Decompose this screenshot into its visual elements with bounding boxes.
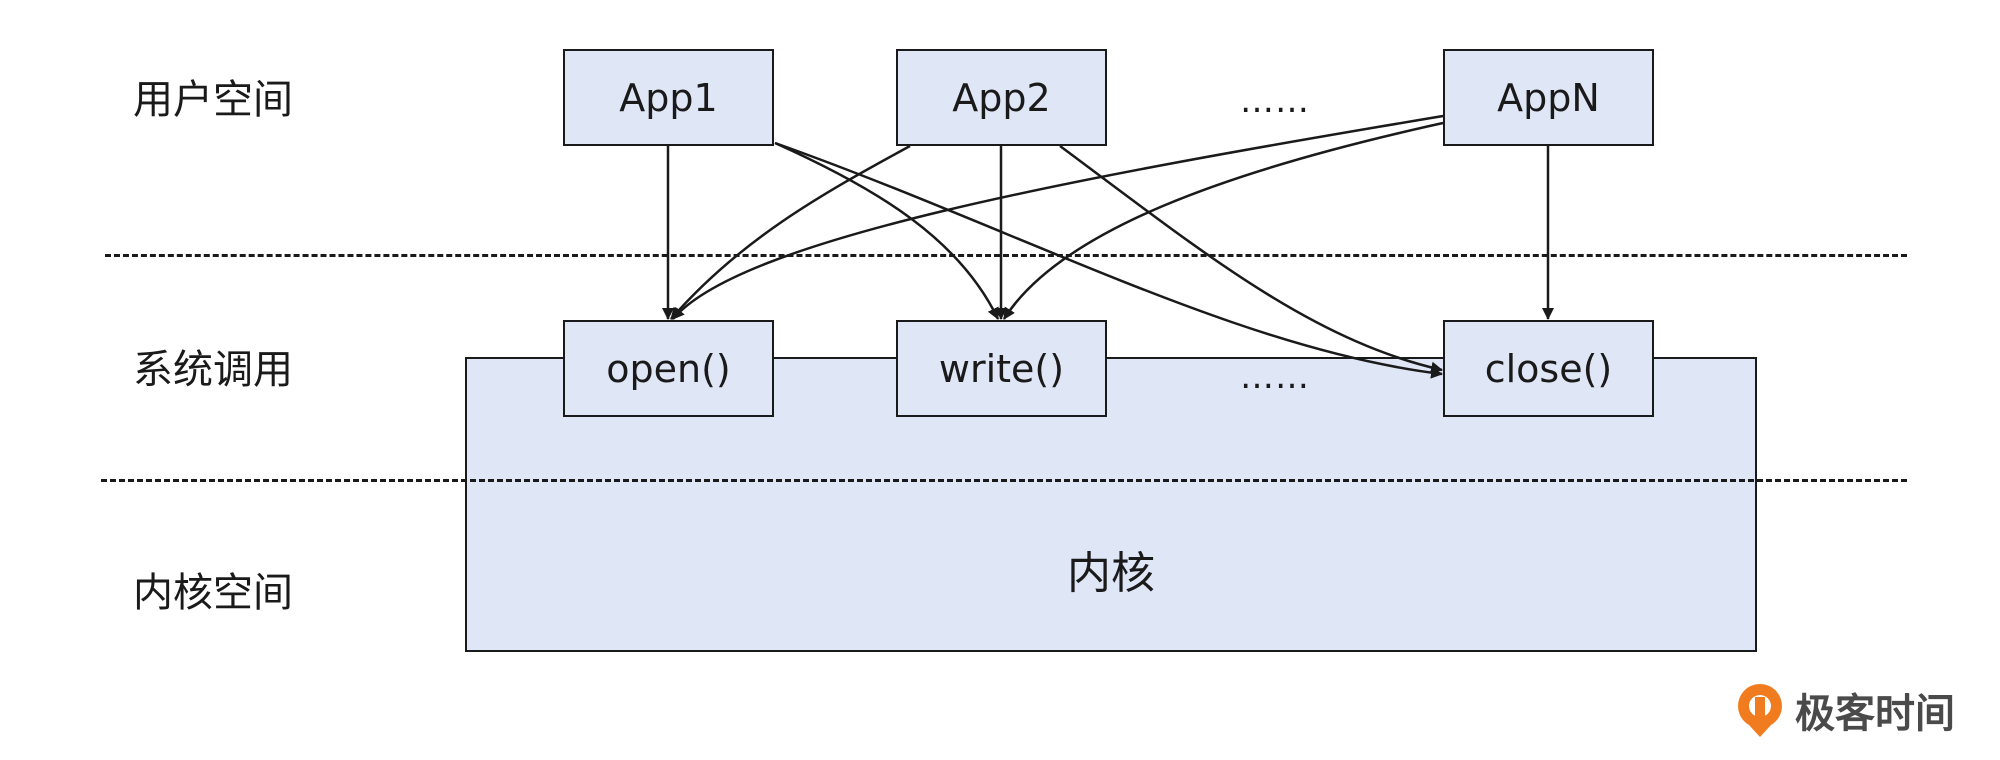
appn-box: AppN [1443,49,1654,146]
apps-ellipsis: …… [1240,81,1310,121]
app1-box: App1 [563,49,774,146]
app2-label: App2 [952,75,1051,120]
open-syscall-label: open() [606,346,731,391]
write-syscall-box: write() [896,320,1107,417]
arrow-appn-open [672,114,1444,320]
open-syscall-box: open() [563,320,774,417]
syscall-kernel-divider [101,479,1907,482]
arrow-appn-write [1002,121,1444,320]
app1-label: App1 [619,75,718,120]
app2-box: App2 [896,49,1107,146]
geektime-logo-icon [1738,684,1782,737]
user-syscall-divider [105,254,1907,257]
kernel-label: 内核 [1067,548,1155,599]
close-syscall-box: close() [1443,320,1654,417]
geektime-logo: 极客时间 [1735,680,1955,740]
geektime-logo-text: 极客时间 [1795,691,1955,737]
system-call-label: 系统调用 [133,347,293,393]
syscalls-ellipsis: …… [1240,357,1310,397]
write-syscall-label: write() [938,346,1065,391]
appn-label: AppN [1497,75,1600,120]
arrow-app2-open [670,144,911,320]
arrow-app1-close [774,141,1443,379]
arrow-app1-write [774,141,1000,320]
close-syscall-label: close() [1484,346,1613,391]
arrow-app2-close [1059,144,1443,374]
kernel-space-label: 内核空间 [133,570,293,616]
user-space-label: 用户空间 [133,77,293,123]
